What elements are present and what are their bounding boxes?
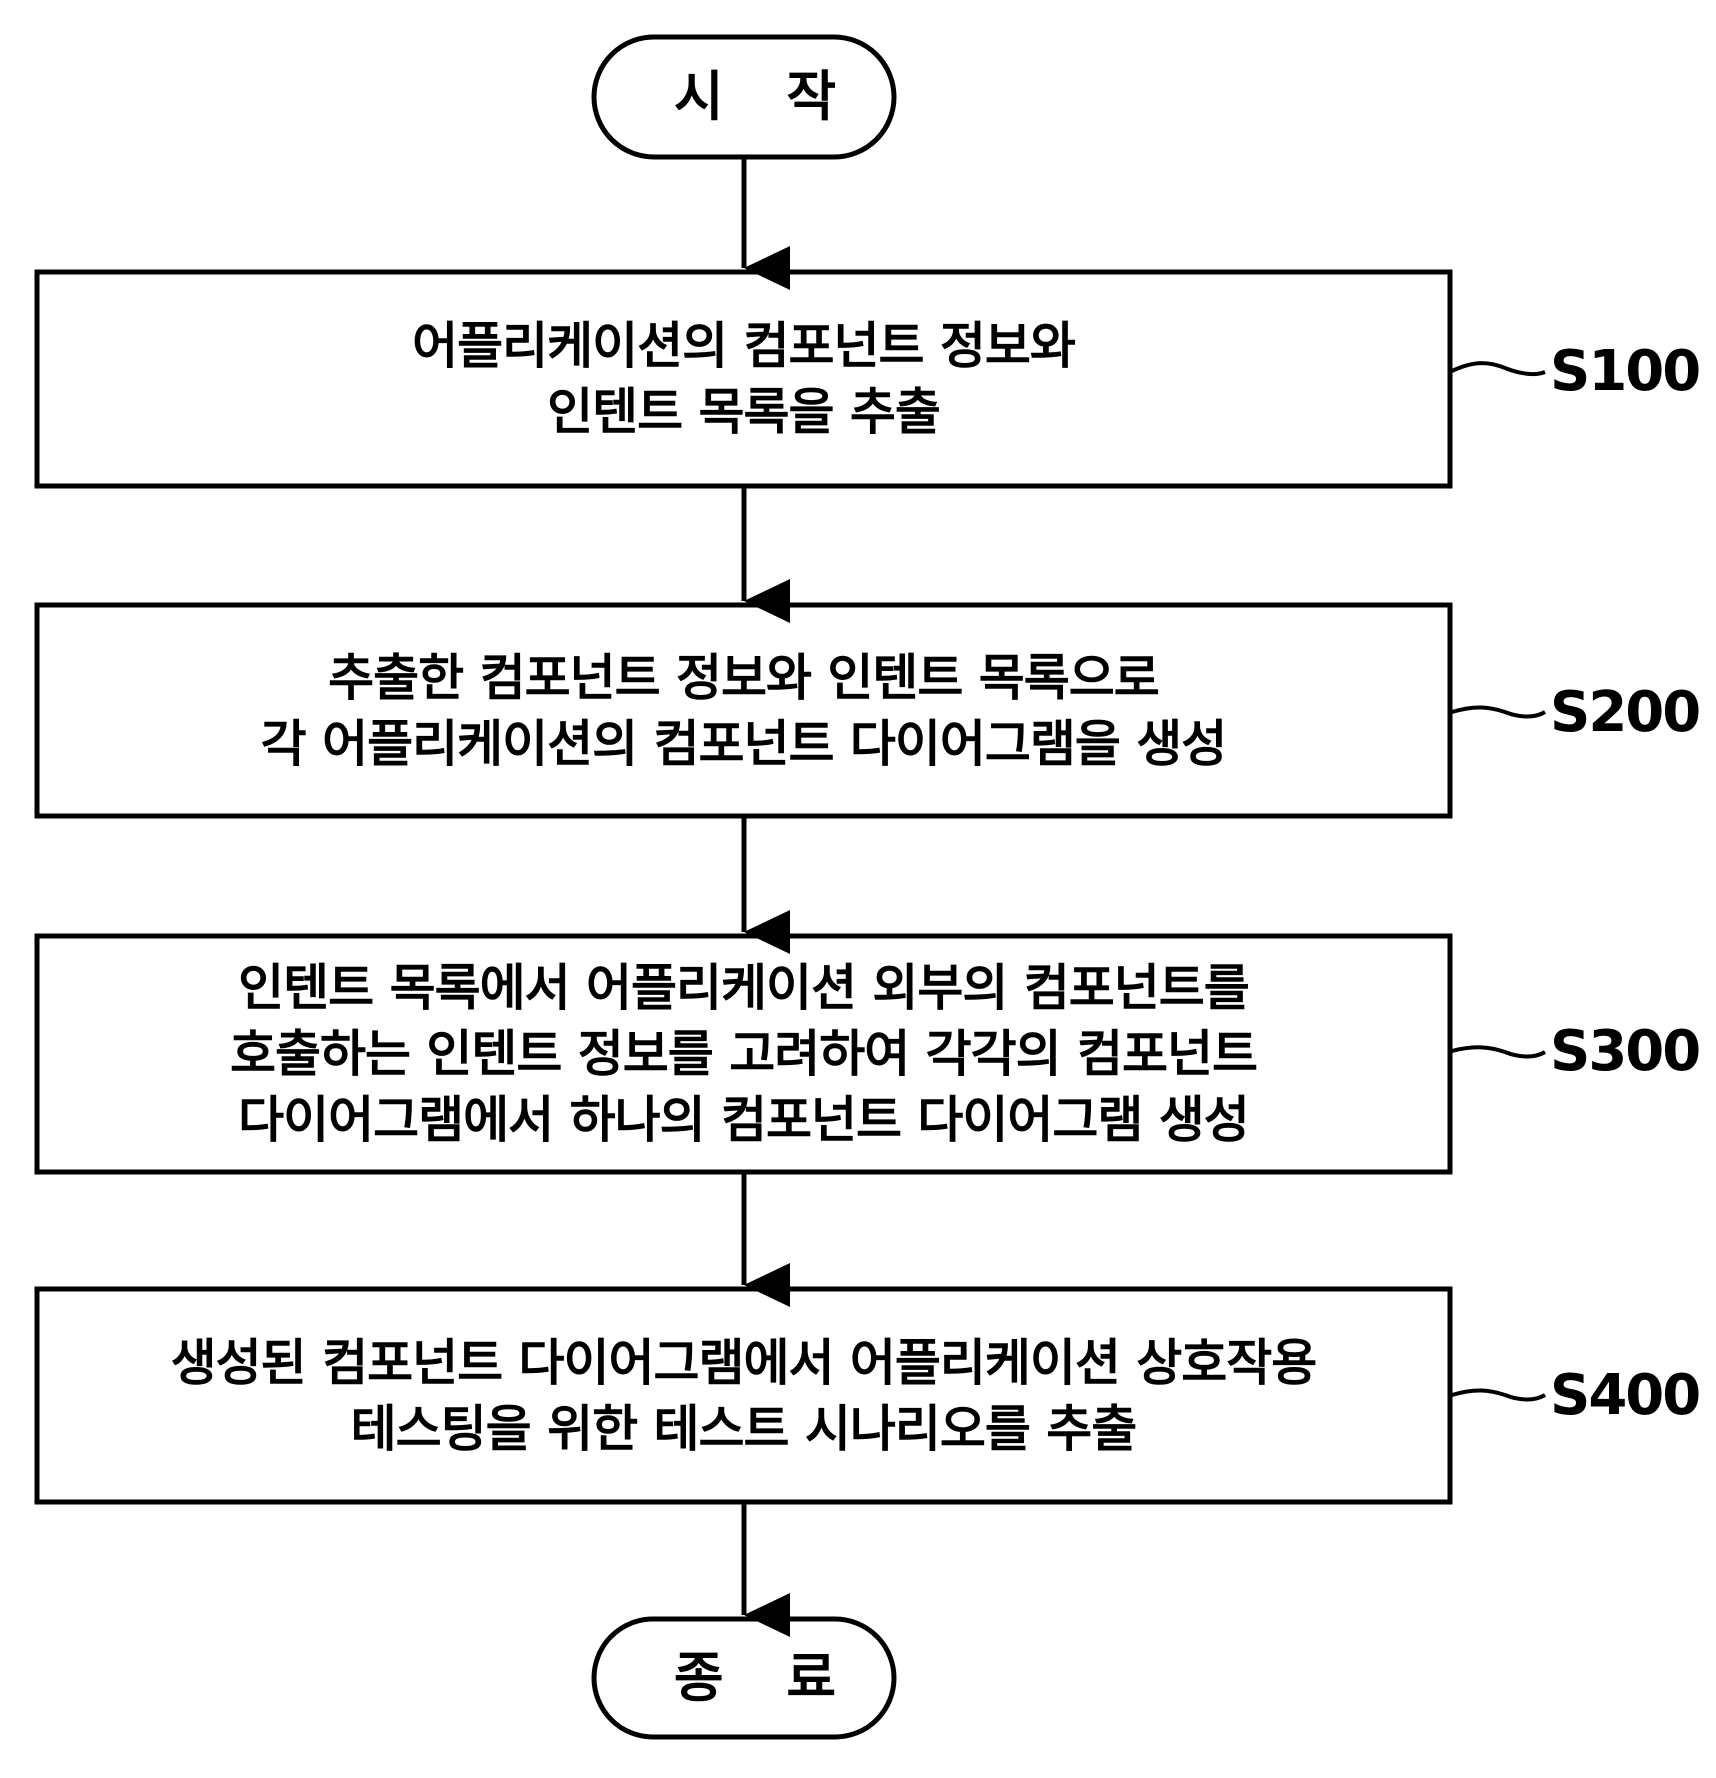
step-id-s300: S300 [1550, 1019, 1701, 1084]
process-box-s400 [34, 1286, 1453, 1505]
leader-line-s300 [1451, 1045, 1547, 1059]
step-text-s200: 추출한 컴포넌트 정보와 인텐트 목록으로 각 어플리케이션의 컴포넌트 다이어… [40, 608, 1447, 813]
step-id-s100: S100 [1550, 339, 1701, 404]
start-terminal [591, 34, 897, 160]
process-box-s200 [34, 602, 1453, 819]
step-text-line: 추출한 컴포넌트 정보와 인텐트 목록으로 [328, 648, 1160, 707]
step-text-line: 테스팅을 위한 테스트 시나리오를 추출 [350, 1399, 1138, 1458]
start-label: 시 작 [673, 65, 859, 128]
leader-line-s200 [1451, 705, 1547, 719]
step-text-line: 생성된 컴포넌트 다이어그램에서 어플리케이션 상호작용 [170, 1333, 1318, 1392]
process-box-s100 [34, 269, 1453, 489]
leader-line-s400 [1451, 1388, 1547, 1402]
step-text-line: 인텐트 목록에서 어플리케이션 외부의 컴포넌트를 [238, 959, 1250, 1017]
step-id-s200: S200 [1550, 680, 1701, 745]
end-label: 종 료 [673, 1646, 859, 1709]
leader-line-s100 [1451, 361, 1546, 377]
step-text-line: 호출하는 인텐트 정보를 고려하여 각각의 컴포넌트 [229, 1025, 1258, 1083]
step-id-s400: S400 [1550, 1363, 1701, 1428]
process-box-s300 [34, 933, 1453, 1175]
step-text-s400: 생성된 컴포넌트 다이어그램에서 어플리케이션 상호작용 테스팅을 위한 테스트… [40, 1292, 1447, 1499]
step-text-line: 어플리케이션의 컴포넌트 정보와 [412, 317, 1076, 375]
step-text-s100: 어플리케이션의 컴포넌트 정보와 인텐트 목록을 추출 [40, 275, 1447, 483]
step-text-line: 각 어플리케이션의 컴포넌트 다이어그램을 생성 [260, 714, 1228, 773]
step-text-line: 인텐트 목록을 추출 [547, 383, 941, 441]
step-text-s300: 인텐트 목록에서 어플리케이션 외부의 컴포넌트를 호출하는 인텐트 정보를 고… [40, 939, 1447, 1169]
step-text-line: 다이어그램에서 하나의 컴포넌트 다이어그램 생성 [238, 1091, 1250, 1149]
